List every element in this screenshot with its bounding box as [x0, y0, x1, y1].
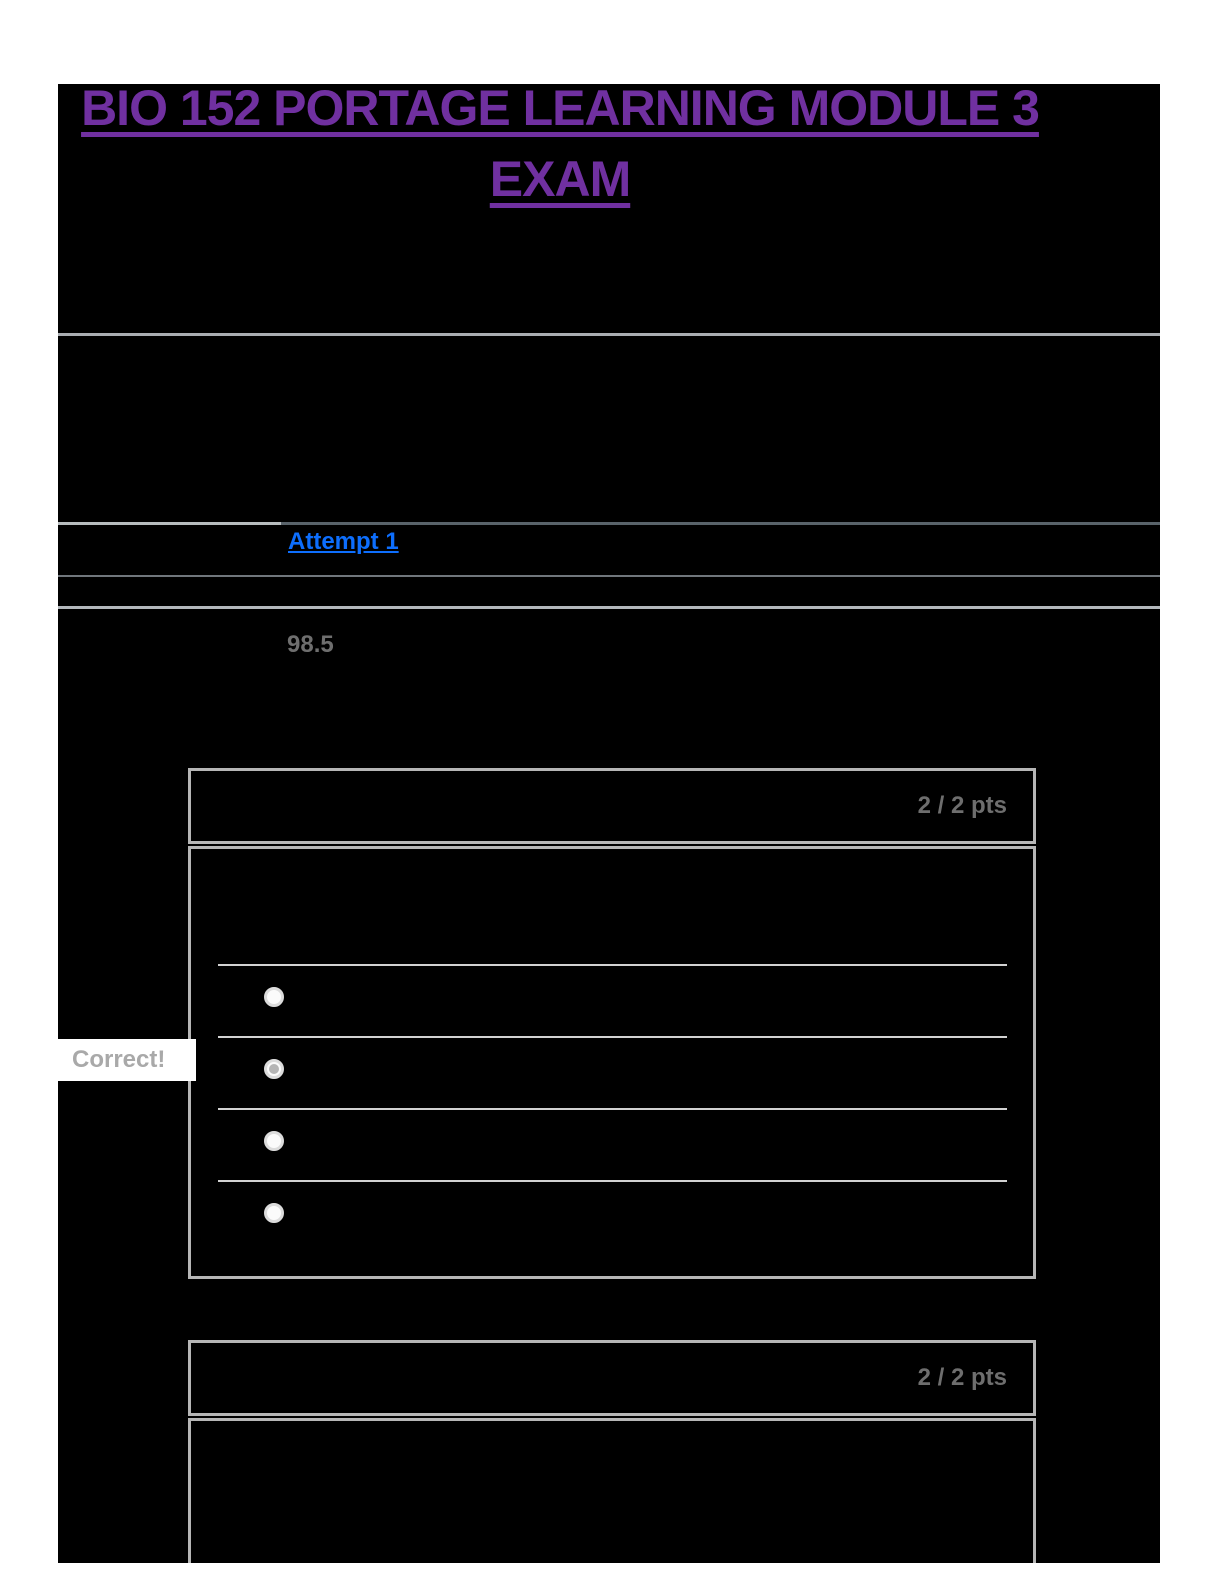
attempt-table-divider-right [281, 522, 1160, 525]
attempt-table-divider-left [58, 522, 281, 525]
page-title-line-1: BIO 152 PORTAGE LEARNING MODULE 3 [81, 84, 1040, 136]
answer-option-row [218, 1036, 1007, 1108]
attempt-1-link[interactable]: Attempt 1 [288, 528, 399, 555]
page-title-line-2: EXAM [489, 151, 631, 207]
radio-dot-icon [269, 1064, 279, 1074]
answer-option-radio[interactable] [264, 1131, 284, 1151]
section-divider [58, 333, 1160, 336]
attempt-table-row-divider [58, 575, 1160, 577]
answer-option-row [218, 964, 1007, 1036]
answer-option-radio[interactable] [264, 987, 284, 1007]
question-card-1: 2 / 2 pts [188, 768, 1036, 1279]
quiz-score-value: 98.5 [287, 631, 334, 658]
question-card-2: 2 / 2 pts [188, 1340, 1036, 1563]
question-2-points: 2 / 2 pts [917, 1364, 1007, 1391]
correct-badge: Correct! [58, 1039, 196, 1081]
question-2-header: 2 / 2 pts [188, 1340, 1036, 1416]
attempt-table-bottom-divider [58, 606, 1160, 609]
question-1-header: 2 / 2 pts [188, 768, 1036, 844]
exam-content-area: BIO 152 PORTAGE LEARNING MODULE 3 EXAM A… [58, 84, 1160, 1563]
answer-option-row [218, 1180, 1007, 1252]
question-1-answers [188, 846, 1036, 1279]
answer-option-radio[interactable] [264, 1203, 284, 1223]
question-1-points: 2 / 2 pts [917, 792, 1007, 819]
answer-option-radio[interactable] [264, 1059, 284, 1079]
question-2-answers [188, 1418, 1036, 1563]
answer-option-row [218, 1108, 1007, 1180]
